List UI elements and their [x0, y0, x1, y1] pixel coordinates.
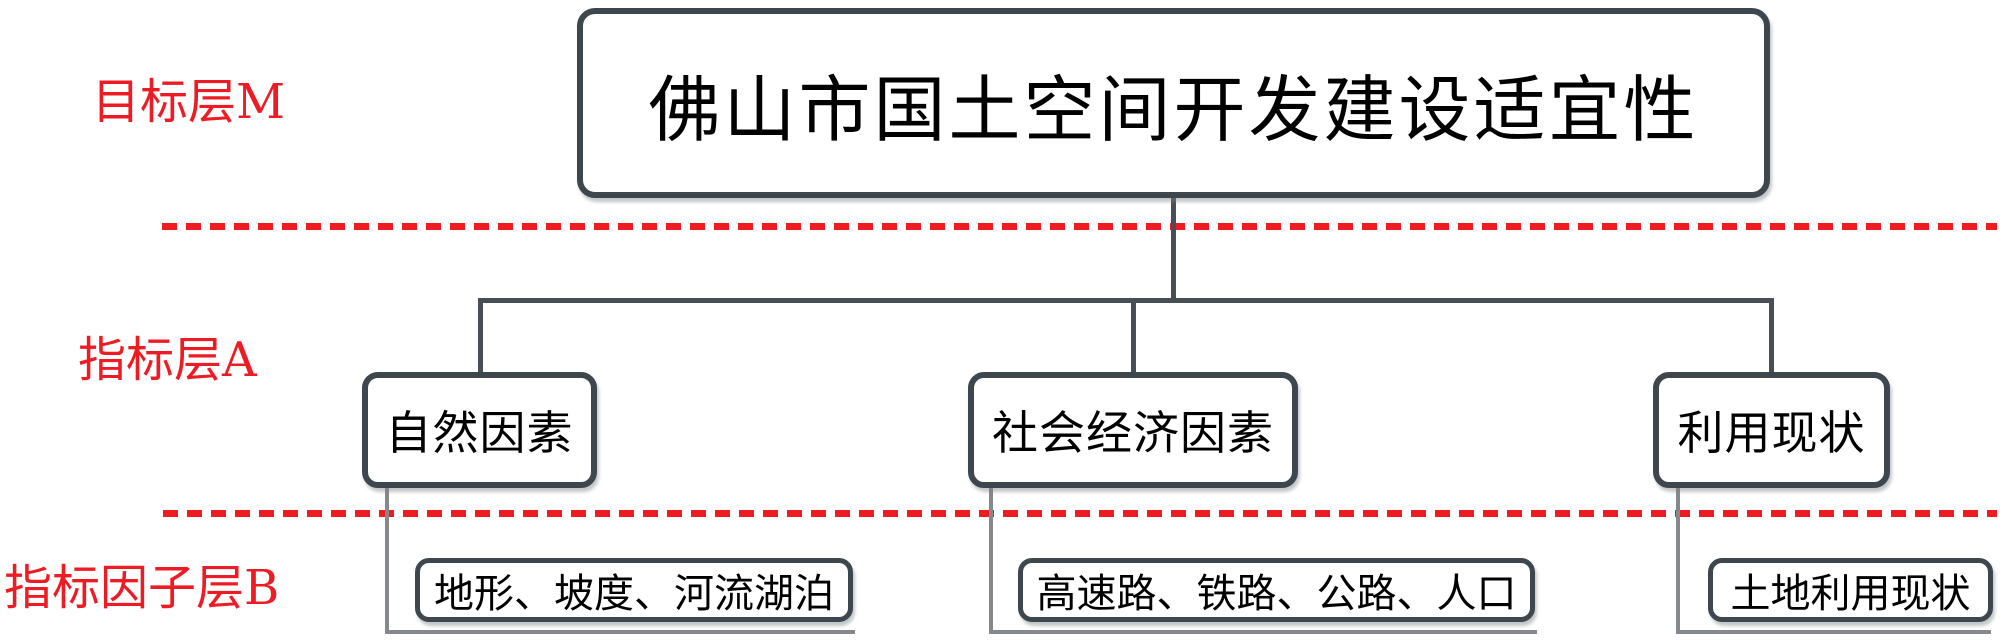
connector-elbow-landuse-horizontal [1676, 630, 1991, 634]
connector-elbow-natural-horizontal [385, 630, 855, 634]
criteria-node-landuse: 利用现状 [1653, 372, 1890, 488]
criteria-node-socioeconomic: 社会经济因素 [968, 372, 1298, 488]
connector-elbow-natural-vertical [385, 486, 389, 634]
criteria-node-socioeconomic-label: 社会经济因素 [992, 406, 1274, 460]
connector-drop-landuse [1769, 298, 1774, 376]
criteria-node-natural-label: 自然因素 [385, 406, 574, 460]
connector-rail [478, 298, 1774, 303]
criteria-node-landuse-label: 利用现状 [1677, 406, 1866, 460]
factor-node-transport-label: 高速路、铁路、公路、人口 [1036, 571, 1517, 617]
connector-elbow-socioeconomic-horizontal [989, 630, 1537, 634]
connector-drop-socioeconomic [1131, 298, 1136, 376]
layer-label-factors: 指标因子层B [4, 560, 280, 616]
factor-node-terrain: 地形、坡度、河流湖泊 [415, 558, 853, 622]
layer-separator-top [162, 223, 1997, 230]
layer-label-goal: 目标层M [92, 74, 286, 130]
connector-elbow-socioeconomic-vertical [989, 486, 993, 634]
goal-node-label: 佛山市国土空间开发建设适宜性 [648, 67, 1699, 152]
connector-elbow-landuse-vertical [1676, 486, 1680, 634]
criteria-node-natural: 自然因素 [362, 372, 597, 488]
factor-node-transport: 高速路、铁路、公路、人口 [1018, 558, 1535, 622]
connector-drop-natural [478, 298, 483, 376]
factor-node-landuse-status-label: 土地利用现状 [1730, 571, 1971, 617]
connector-goal-stem [1171, 198, 1176, 302]
goal-node: 佛山市国土空间开发建设适宜性 [577, 8, 1770, 198]
layer-label-criteria: 指标层A [78, 332, 257, 388]
factor-node-landuse-status: 土地利用现状 [1708, 558, 1993, 622]
layer-separator-bottom [163, 510, 1997, 517]
factor-node-terrain-label: 地形、坡度、河流湖泊 [434, 571, 834, 617]
